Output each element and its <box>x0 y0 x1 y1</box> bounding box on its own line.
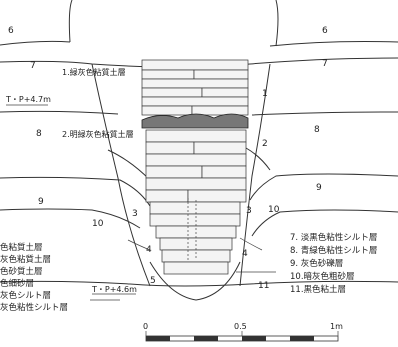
legend-item: 8. 青緑色粘性シルト層 <box>290 245 377 256</box>
scale-start-label: 0 <box>143 322 148 331</box>
legend-item: 9. 灰色砂礫層 <box>290 258 343 269</box>
layer-number: 4 <box>146 245 152 255</box>
layer-number: 11 <box>258 281 269 291</box>
layer-number: 1 <box>262 89 268 99</box>
layer-number: 8 <box>36 129 42 139</box>
legend-right: 7. 淡黒色粘性シルト層 8. 青緑色粘性シルト層 9. 灰色砂礫層 10.暗灰… <box>290 232 377 295</box>
layer-number: 2 <box>262 139 268 149</box>
layer-number: 7 <box>30 61 36 71</box>
layer-number: 7 <box>322 59 328 69</box>
layer-number: 6 <box>322 26 328 36</box>
legend-item: 色細砂層 <box>0 278 34 289</box>
layer-number: 9 <box>38 197 44 207</box>
layer-number: 9 <box>316 183 322 193</box>
layer-number: 10 <box>268 205 280 215</box>
legend-item: 11.黒色粘土層 <box>290 284 346 295</box>
compressed-dark-layer <box>141 113 249 129</box>
annotations: 1.緑灰色粘質土層 2.明緑灰色粘質土層 T・P+4.7m T・P+4.6m <box>5 67 137 295</box>
legend-left: 色粘質土層 灰色粘質土層 色砂質土層 色細砂層 灰色シルト層 灰色粘性シルト層 <box>0 242 68 313</box>
legend-item: 灰色シルト層 <box>0 290 51 301</box>
layer-number: 4 <box>242 249 248 259</box>
scale-mid-label: 0.5 <box>234 322 247 331</box>
scale-bar: 0 0.5 1m <box>143 322 343 342</box>
legend-item: 色粘質土層 <box>0 242 43 253</box>
layer-number: 3 <box>246 206 252 216</box>
layer2-label: 2.明緑灰色粘質土層 <box>62 129 134 139</box>
layer-number: 5 <box>150 276 156 286</box>
legend-item: 7. 淡黒色粘性シルト層 <box>290 232 377 243</box>
legend-item: 灰色粘質土層 <box>0 254 51 265</box>
layer-number: 10 <box>92 219 104 229</box>
legend-item: 10.暗灰色粗砂層 <box>290 271 355 282</box>
legend-item: 灰色粘性シルト層 <box>0 302 68 313</box>
tp-upper-label: T・P+4.7m <box>5 95 51 104</box>
layer-numbers: 6 6 7 7 1 8 8 2 9 9 3 3 10 10 4 4 5 11 <box>8 26 328 291</box>
tp-lower-label: T・P+4.6m <box>91 285 137 294</box>
layer1-label: 1.緑灰色粘質土層 <box>62 67 126 77</box>
legend-item: 色砂質土層 <box>0 266 43 277</box>
layer-number: 6 <box>8 26 14 36</box>
layer-number: 8 <box>314 125 320 135</box>
central-column <box>141 59 249 275</box>
layer-number: 3 <box>132 209 138 219</box>
scale-end-label: 1m <box>330 322 343 331</box>
